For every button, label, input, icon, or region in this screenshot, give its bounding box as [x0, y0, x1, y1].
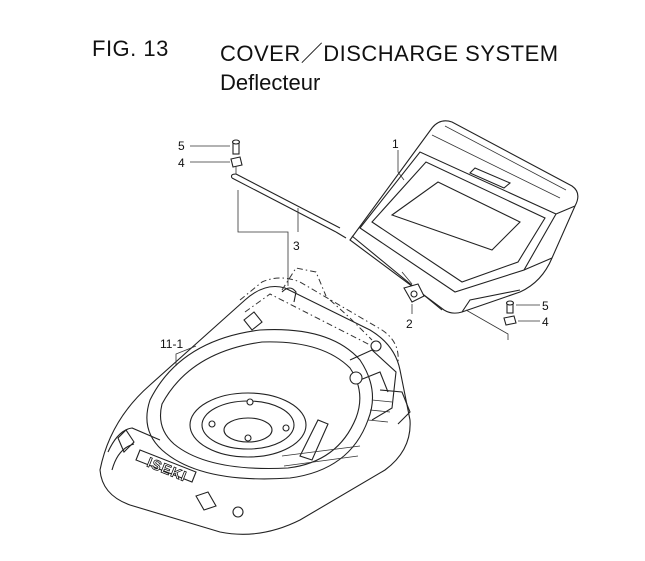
callout-5-top: 5	[178, 139, 185, 153]
mower-deck-part: ISEKI	[99, 267, 411, 535]
callout-1: 1	[392, 137, 399, 151]
callout-4-top: 4	[178, 156, 185, 170]
callout-4-right: 4	[542, 315, 549, 329]
callout-11-1: 11-1	[160, 337, 183, 351]
callout-3: 3	[293, 239, 300, 253]
pin-and-washer-top	[230, 139, 243, 174]
figure-title: COVER／DISCHARGE SYSTEM	[220, 41, 559, 66]
figure-subtitle: Deflecteur	[220, 70, 321, 95]
pin-and-washer-right	[503, 300, 517, 326]
callout-5-right: 5	[542, 299, 549, 313]
hinge-rod-part	[230, 173, 347, 239]
callout-2: 2	[406, 317, 413, 331]
callouts: 1 2 3 4 5 4 5 11-1	[160, 137, 549, 351]
discharge-cover-part	[349, 120, 579, 314]
figure-number: FIG. 13	[92, 36, 169, 61]
leader-lines	[175, 145, 540, 366]
